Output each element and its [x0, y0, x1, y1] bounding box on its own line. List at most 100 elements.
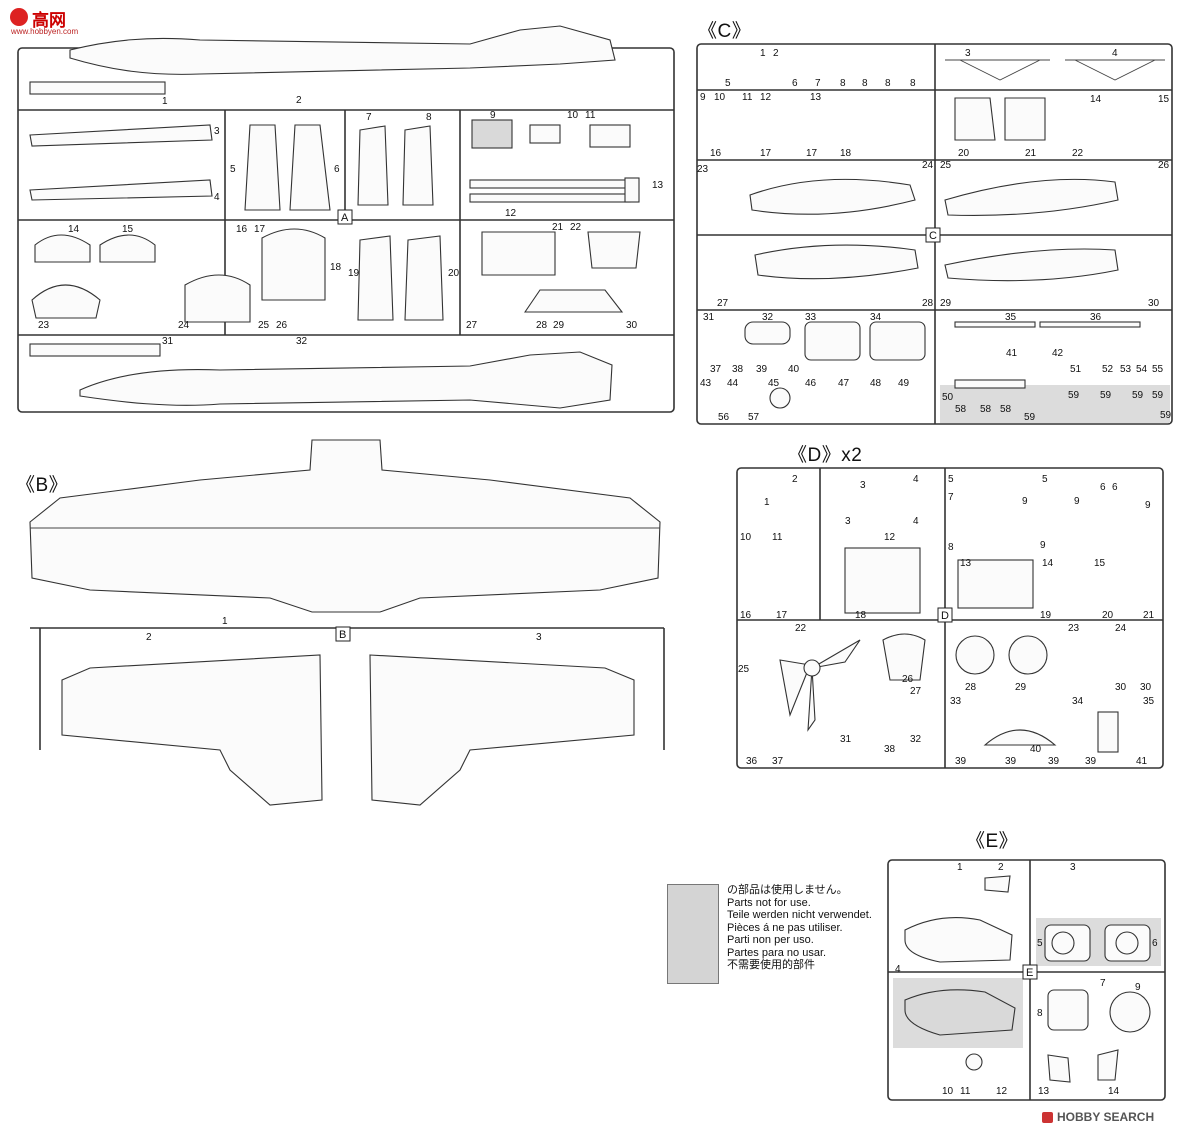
svg-text:17: 17: [254, 224, 266, 235]
svg-text:20: 20: [958, 148, 970, 159]
svg-text:14: 14: [1108, 1086, 1120, 1097]
svg-text:56: 56: [718, 412, 730, 423]
gate-tag-a: A: [337, 209, 353, 225]
svg-text:38: 38: [732, 364, 744, 375]
svg-text:51: 51: [1070, 364, 1082, 375]
legend-line-fr: Pièces á ne pas utiliser.: [727, 921, 843, 934]
hobbysearch-logo-icon: [1042, 1112, 1053, 1124]
svg-text:33: 33: [950, 696, 962, 707]
svg-text:10: 10: [714, 92, 726, 103]
svg-text:22: 22: [1072, 148, 1084, 159]
runner-label-c: 《C》: [698, 21, 752, 42]
wing-lower-right: [369, 654, 635, 806]
svg-text:33: 33: [805, 312, 817, 323]
svg-text:4: 4: [214, 192, 220, 203]
svg-text:30: 30: [1115, 682, 1127, 693]
wing-upper: [29, 439, 661, 613]
svg-text:23: 23: [38, 320, 50, 331]
svg-text:37: 37: [710, 364, 722, 375]
svg-text:54: 54: [1136, 364, 1148, 375]
svg-text:59: 59: [1132, 390, 1144, 401]
svg-text:29: 29: [940, 298, 952, 309]
svg-text:9: 9: [700, 92, 706, 103]
svg-text:2: 2: [146, 632, 152, 643]
svg-text:13: 13: [960, 558, 972, 569]
svg-text:39: 39: [756, 364, 768, 375]
runner-c: [696, 43, 1173, 425]
svg-text:11: 11: [960, 1086, 971, 1097]
svg-text:16: 16: [740, 610, 752, 621]
svg-text:28: 28: [536, 320, 548, 331]
svg-text:E: E: [1026, 967, 1033, 979]
svg-text:13: 13: [810, 92, 822, 103]
svg-text:14: 14: [68, 224, 80, 235]
svg-text:5: 5: [1042, 474, 1048, 485]
svg-text:13: 13: [1038, 1086, 1050, 1097]
svg-text:26: 26: [276, 320, 288, 331]
gate-tag-b: B: [335, 626, 351, 642]
svg-text:3: 3: [214, 126, 220, 137]
svg-text:49: 49: [898, 378, 910, 389]
svg-text:30: 30: [1148, 298, 1160, 309]
svg-text:4: 4: [913, 516, 919, 527]
svg-text:32: 32: [910, 734, 922, 745]
part-numbers-e: 1 2 3 4 5 6 7 8 9 10 11 12 13 14: [895, 862, 1158, 1097]
svg-text:31: 31: [703, 312, 715, 323]
svg-text:34: 34: [870, 312, 882, 323]
svg-text:11: 11: [772, 532, 783, 543]
svg-text:5: 5: [725, 78, 731, 89]
svg-text:6: 6: [792, 78, 798, 89]
svg-text:1: 1: [162, 96, 168, 107]
svg-text:55: 55: [1152, 364, 1164, 375]
svg-text:28: 28: [965, 682, 977, 693]
svg-text:28: 28: [922, 298, 934, 309]
svg-text:3: 3: [965, 48, 971, 59]
watermark-bottom-text: HOBBY SEARCH: [1057, 1110, 1155, 1124]
svg-text:59: 59: [1160, 410, 1172, 421]
svg-text:27: 27: [910, 686, 922, 697]
svg-text:39: 39: [1048, 756, 1060, 767]
svg-text:11: 11: [742, 92, 753, 103]
svg-text:12: 12: [505, 208, 517, 219]
svg-text:9: 9: [1074, 496, 1080, 507]
svg-text:2: 2: [296, 95, 302, 106]
svg-text:17: 17: [776, 610, 788, 621]
svg-text:6: 6: [1152, 938, 1158, 949]
svg-text:17: 17: [806, 148, 818, 159]
svg-text:52: 52: [1102, 364, 1114, 375]
runner-label-b: 《B》: [16, 475, 69, 496]
svg-text:24: 24: [178, 320, 190, 331]
svg-text:45: 45: [768, 378, 780, 389]
svg-text:21: 21: [1025, 148, 1037, 159]
svg-text:37: 37: [772, 756, 784, 767]
svg-text:5: 5: [948, 474, 954, 485]
svg-text:D: D: [941, 610, 949, 622]
svg-text:8: 8: [910, 78, 916, 89]
svg-text:7: 7: [366, 112, 372, 123]
svg-text:34: 34: [1072, 696, 1084, 707]
svg-text:47: 47: [838, 378, 850, 389]
legend-line-en: Parts not for use.: [727, 896, 811, 909]
svg-text:3: 3: [1070, 862, 1076, 873]
svg-text:59: 59: [1068, 390, 1080, 401]
svg-text:58: 58: [980, 404, 992, 415]
svg-text:10: 10: [942, 1086, 954, 1097]
svg-text:41: 41: [1006, 348, 1018, 359]
svg-text:14: 14: [1042, 558, 1054, 569]
svg-text:40: 40: [1030, 744, 1042, 755]
svg-text:1: 1: [957, 862, 963, 873]
svg-text:27: 27: [717, 298, 729, 309]
svg-text:9: 9: [1022, 496, 1028, 507]
svg-text:50: 50: [942, 392, 954, 403]
svg-text:16: 16: [236, 224, 248, 235]
svg-text:22: 22: [795, 623, 807, 634]
svg-text:19: 19: [348, 268, 360, 279]
svg-text:9: 9: [1040, 540, 1046, 551]
svg-text:24: 24: [922, 160, 934, 171]
svg-text:15: 15: [122, 224, 134, 235]
svg-text:15: 15: [1158, 94, 1170, 105]
svg-text:15: 15: [1094, 558, 1106, 569]
svg-text:30: 30: [626, 320, 638, 331]
svg-text:22: 22: [570, 222, 582, 233]
site-watermark-top: 高网 www.hobbyen.com: [8, 6, 94, 36]
